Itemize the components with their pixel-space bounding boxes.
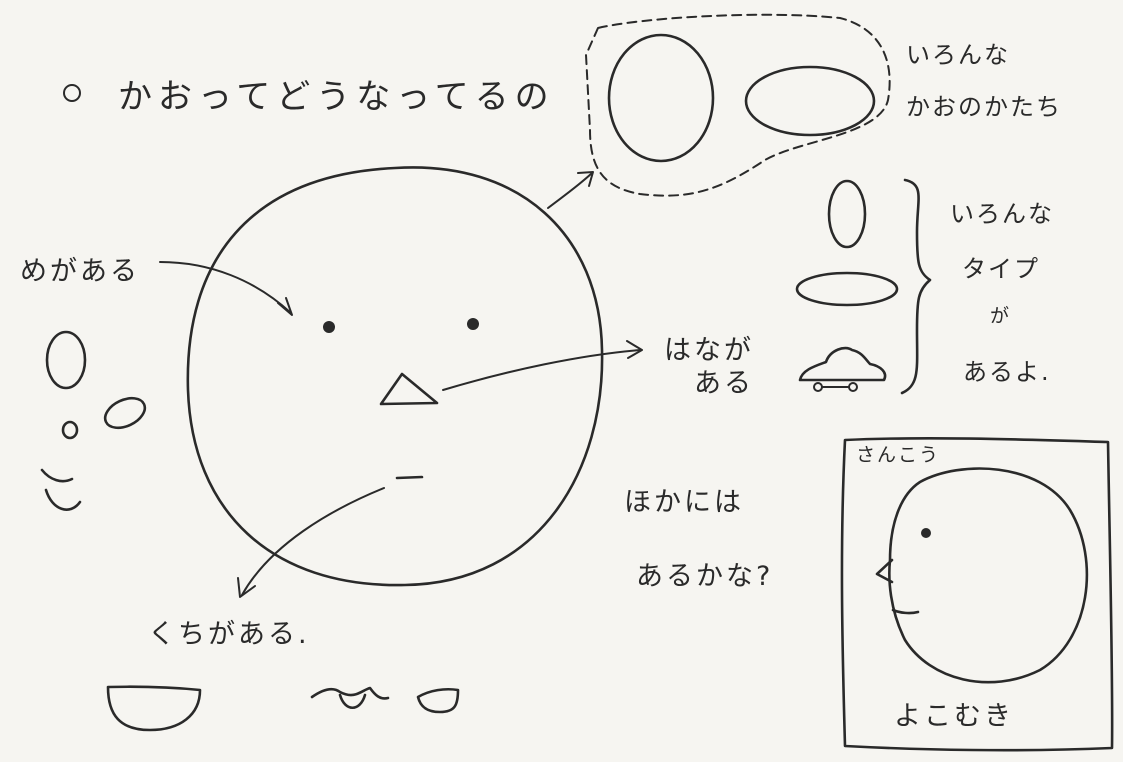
mouth-label: くちがある. [148, 619, 310, 650]
nose-label-line1: はなが [664, 335, 754, 366]
arrow-to-mouth-label-head [237, 577, 256, 598]
mouth-line [395, 475, 424, 480]
nostril-nose-type [798, 346, 887, 382]
eyes-label: めがある [20, 256, 140, 287]
arrow-to-eyes [159, 261, 292, 314]
types-label-line4: あるよ. [963, 358, 1051, 386]
nostril-right [848, 382, 858, 392]
left-eye [323, 321, 335, 333]
arrow-to-mouth-label [241, 487, 385, 596]
profile-caption: よこむき [894, 701, 1014, 732]
right-eye [467, 318, 479, 330]
wavy-mouth-lip [338, 693, 367, 710]
slanted-eye-type [103, 396, 147, 430]
face-shapes-label-line2: かおのかたち [906, 93, 1062, 121]
wide-face-shape [744, 65, 876, 137]
nostril-left [813, 382, 823, 392]
profile-mouth [891, 608, 920, 615]
page-title: かおってどうなってるの [118, 77, 555, 117]
profile-reference-box [840, 436, 1114, 752]
arrow-to-face-shapes [547, 172, 593, 209]
profile-nose [875, 558, 894, 584]
nose-label-line2: ある [694, 368, 754, 399]
types-label-line3: が [990, 305, 1012, 327]
profile-heading: さんこう [856, 444, 941, 466]
face-shapes-dashed-outline [585, 13, 891, 197]
main-face-outline [186, 166, 604, 587]
closed-eye-lower [44, 488, 82, 511]
round-face-shape [607, 33, 715, 163]
face-shapes-label-line1: いろんな [906, 41, 1010, 69]
small-dot-eye-type [61, 420, 79, 440]
title-bullet-icon [63, 84, 81, 102]
arrow-to-nose-label-head [626, 340, 643, 359]
nose-triangle [379, 372, 439, 406]
other-question-line2: あるかな? [636, 561, 774, 592]
profile-eye [921, 528, 931, 538]
oval-eye-type [45, 330, 87, 390]
open-smile-mouth-type [106, 685, 202, 732]
types-label-line2: タイプ [962, 255, 1040, 283]
types-label-line1: いろんな [950, 200, 1054, 228]
wavy-mouth-type [310, 686, 390, 700]
arrow-to-face-shapes-head [577, 171, 594, 187]
arrow-to-nose-label [442, 349, 641, 391]
flat-oval-nose-type [795, 271, 899, 307]
nose-types-brace [900, 178, 932, 395]
profile-head-outline [888, 467, 1089, 684]
small-open-mouth-type [416, 687, 460, 714]
arrow-to-eyes-head [277, 297, 293, 316]
closed-eye-upper [40, 468, 74, 483]
other-question-line1: ほかには [624, 487, 744, 518]
tall-oval-nose-type [827, 179, 867, 249]
